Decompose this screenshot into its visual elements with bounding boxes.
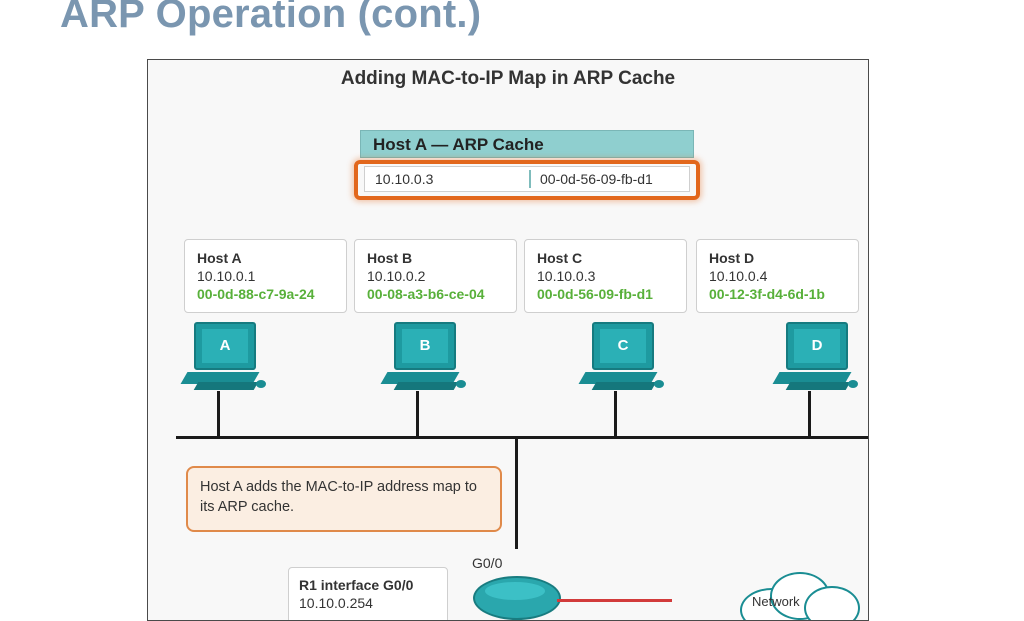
arp-entry-ip: 10.10.0.3	[375, 171, 434, 187]
pc-label: D	[794, 329, 840, 363]
pc-icon: A	[180, 322, 266, 402]
pc-icon: D	[772, 322, 858, 402]
arp-entry-mac: 00-0d-56-09-fb-d1	[540, 171, 653, 187]
host-c-link	[614, 391, 617, 437]
host-card-a: Host A 10.10.0.1 00-0d-88-c7-9a-24	[184, 239, 347, 313]
arp-cache-panel: Host A — ARP Cache 10.10.0.3 00-0d-56-09…	[354, 130, 700, 200]
lan-segment	[176, 436, 868, 439]
cloud-icon: Network	[730, 568, 860, 620]
router-info-title: R1 interface G0/0	[299, 577, 414, 593]
explanation-note: Host A adds the MAC-to-IP address map to…	[186, 466, 502, 532]
pc-icon: C	[578, 322, 664, 402]
arp-entry-divider	[529, 170, 531, 188]
host-name: Host B	[367, 250, 413, 266]
host-ip: 10.10.0.4	[709, 268, 768, 284]
host-name: Host D	[709, 250, 755, 266]
host-ip: 10.10.0.1	[197, 268, 256, 284]
arp-entry-highlight	[354, 160, 700, 200]
arp-cache-entry: 10.10.0.3 00-0d-56-09-fb-d1	[364, 166, 690, 192]
diagram-title: Adding MAC-to-IP Map in ARP Cache	[340, 68, 676, 89]
pc-label: C	[600, 329, 646, 363]
pc-label: A	[202, 329, 248, 363]
router-link	[515, 439, 518, 549]
host-name: Host C	[537, 250, 583, 266]
router-interface-label: G0/0	[472, 555, 503, 571]
pc-label: B	[402, 329, 448, 363]
host-ip: 10.10.0.3	[537, 268, 596, 284]
pc-icon: B	[380, 322, 466, 402]
slide-title: ARP Operation (cont.)	[60, 0, 482, 36]
host-ip: 10.10.0.2	[367, 268, 426, 284]
router-info-ip: 10.10.0.254	[299, 595, 373, 611]
router-icon	[473, 576, 561, 620]
host-mac: 00-12-3f-d4-6d-1b	[709, 286, 825, 302]
host-name: Host A	[197, 250, 242, 266]
host-mac: 00-08-a3-b6-ce-04	[367, 286, 485, 302]
cloud-label: Network	[752, 594, 800, 609]
router-info-box: R1 interface G0/0 10.10.0.254	[288, 567, 448, 620]
host-mac: 00-0d-88-c7-9a-24	[197, 286, 315, 302]
arp-cache-header: Host A — ARP Cache	[360, 130, 694, 158]
host-b-link	[416, 391, 419, 437]
wan-link	[557, 599, 672, 602]
arp-diagram: Adding MAC-to-IP Map in ARP Cache Host A…	[147, 59, 869, 621]
host-mac: 00-0d-56-09-fb-d1	[537, 286, 653, 302]
host-card-d: Host D 10.10.0.4 00-12-3f-d4-6d-1b	[696, 239, 859, 313]
host-card-c: Host C 10.10.0.3 00-0d-56-09-fb-d1	[524, 239, 687, 313]
host-a-link	[217, 391, 220, 437]
host-d-link	[808, 391, 811, 437]
host-card-b: Host B 10.10.0.2 00-08-a3-b6-ce-04	[354, 239, 517, 313]
